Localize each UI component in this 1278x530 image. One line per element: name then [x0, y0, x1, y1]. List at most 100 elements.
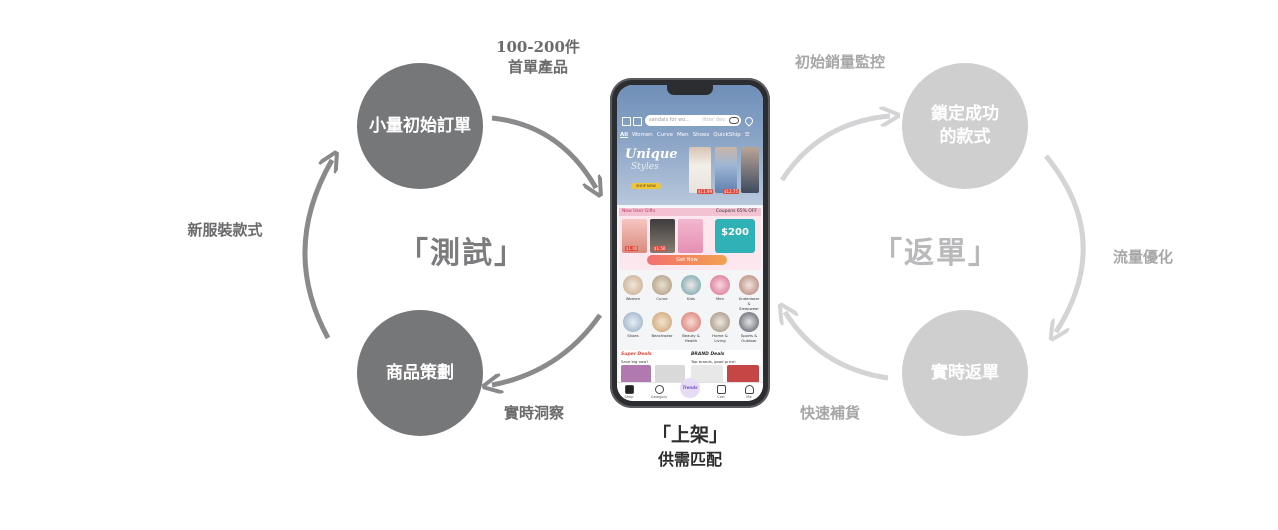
tab-curve[interactable]: Curve [656, 132, 673, 138]
arrow-to-top-left [302, 160, 332, 340]
search-icon[interactable] [729, 117, 739, 124]
shop-now-button[interactable]: SHOP NOW [631, 183, 661, 189]
node-product-planning: 商品策劃 [357, 310, 483, 436]
node-label: 實時返單 [931, 362, 999, 383]
edge-label-realtime-insight: 實時洞察 [503, 404, 564, 422]
get-now-button[interactable]: Get Now [647, 255, 727, 265]
category-image [652, 275, 672, 295]
phone-screen: sandals for wo... litter dev All Women C… [617, 85, 763, 401]
category-beachwear[interactable]: Beachwear [650, 312, 674, 338]
tab-quickship[interactable]: QuickShip [713, 132, 741, 138]
category-label: Beachwear [651, 333, 673, 338]
category-curve[interactable]: Curve [650, 275, 674, 301]
arrow-to-phone-restock [785, 312, 889, 381]
center-caption-subtitle: 供需匹配 [657, 450, 722, 469]
edge-label-traffic-optimization: 流量優化 [1112, 248, 1173, 266]
search-hint: litter dev [702, 117, 725, 123]
category-beauty-health[interactable]: Beauty & Health [679, 312, 703, 343]
category-label: Men [715, 296, 725, 301]
category-label: Home & Living [712, 333, 728, 343]
banner-brand: Unique [625, 147, 678, 162]
promo-cash-coupon[interactable]: $200 [715, 219, 755, 253]
tab-women[interactable]: Women [632, 132, 653, 138]
category-label: Curve [656, 296, 668, 301]
tab-men[interactable]: Men [676, 132, 689, 138]
promo-price: $1.50 [653, 246, 667, 251]
tab-shop[interactable]: Shop [619, 385, 639, 399]
tab-label: Category [650, 395, 668, 399]
tab-me[interactable]: Me [739, 385, 759, 399]
arrow-to-bottom-left [492, 313, 603, 385]
cycle-label-reorder: 「返單」 [872, 236, 1000, 271]
category-underwear[interactable]: Underwear & Sleepwear [737, 275, 761, 311]
tab-cart[interactable]: Cart [711, 385, 731, 399]
node-small-initial-order: 小量初始訂單 [357, 63, 483, 189]
category-label: Underwear & Sleepwear [738, 296, 760, 311]
brand-deals-subtitle: Top brands, good price! [691, 359, 736, 364]
tab-trends[interactable]: Trends [680, 378, 700, 398]
category-image [681, 275, 701, 295]
tab-label: Shop [624, 395, 634, 399]
promo-price: $1.00 [625, 246, 639, 251]
banner-product-image[interactable] [689, 147, 711, 193]
deal-product-image[interactable] [691, 365, 723, 383]
node-label: 鎖定成功 的款式 [931, 104, 999, 147]
tab-shoes[interactable]: Shoes [692, 132, 710, 138]
tab-all[interactable]: All [620, 132, 629, 138]
category-men[interactable]: Men [708, 275, 732, 301]
category-image [710, 275, 730, 295]
node-locked-styles: 鎖定成功 的款式 [902, 63, 1028, 189]
search-input[interactable]: sandals for wo... litter dev [645, 115, 741, 126]
arrow-to-phone [491, 115, 596, 188]
cycle-label-test: 「測試」 [398, 236, 526, 271]
category-tabs: All Women Curve Men Shoes QuickShip ☰ [620, 132, 760, 138]
tab-label: Me [746, 395, 752, 399]
menu-icon[interactable]: ☰ [744, 132, 750, 138]
banner-product-image[interactable] [715, 147, 737, 193]
category-image [739, 312, 759, 332]
bottom-tab-bar: Shop Category Trends Cart Me [617, 378, 763, 401]
deal-product-image[interactable] [621, 365, 651, 383]
edge-label-fast-restock: 快速補貨 [799, 404, 860, 422]
tab-category[interactable]: Category [649, 385, 669, 399]
mail-icon[interactable] [622, 117, 631, 126]
cart-icon [716, 385, 726, 394]
home-icon [624, 385, 634, 394]
edge-label-initial-sales-monitor: 初始銷量監控 [794, 53, 885, 71]
banner-product-image[interactable] [741, 147, 759, 193]
category-women[interactable]: Women [621, 275, 645, 301]
category-image [623, 275, 643, 295]
search-placeholder: sandals for wo... [649, 117, 690, 123]
category-shoes[interactable]: Shoes [621, 312, 645, 338]
phone-notch [667, 85, 713, 95]
category-kids[interactable]: Kids [679, 275, 703, 301]
category-image [739, 275, 759, 295]
brand-deals-title[interactable]: BRAND Deals [691, 352, 725, 357]
category-label: Kids [687, 296, 695, 301]
arrow-to-bottom-right [1044, 154, 1086, 332]
deal-product-image[interactable] [655, 365, 685, 383]
new-user-gifts-panel[interactable]: New User Gifts Coupons 65% OFF $1.00 $1.… [619, 208, 761, 270]
category-image [710, 312, 730, 332]
center-caption-title: 「上架」 [651, 424, 728, 446]
category-search-icon [654, 385, 664, 394]
arrow-to-top-right [779, 116, 890, 182]
calendar-icon[interactable] [633, 117, 642, 126]
category-sports[interactable]: Sports & Outdoor [737, 312, 761, 343]
profile-icon [744, 385, 754, 394]
category-label: Shoes [627, 333, 639, 338]
node-label: 小量初始訂單 [369, 115, 471, 136]
deal-product-image[interactable] [727, 365, 759, 383]
phone-mockup: sandals for wo... litter dev All Women C… [610, 78, 770, 408]
category-label: Beauty & Health [682, 333, 700, 343]
promo-title: New User Gifts [622, 209, 656, 214]
category-label: Women [625, 296, 641, 301]
category-image [623, 312, 643, 332]
category-home-living[interactable]: Home & Living [708, 312, 732, 343]
super-deals-title[interactable]: Super Deals [621, 352, 652, 357]
category-image [681, 312, 701, 332]
edge-label-new-styles: 新服裝款式 [187, 221, 263, 239]
promo-item-image[interactable] [678, 219, 703, 253]
edge-label-first-order-qty: 100-200件 首單產品 [496, 38, 580, 76]
